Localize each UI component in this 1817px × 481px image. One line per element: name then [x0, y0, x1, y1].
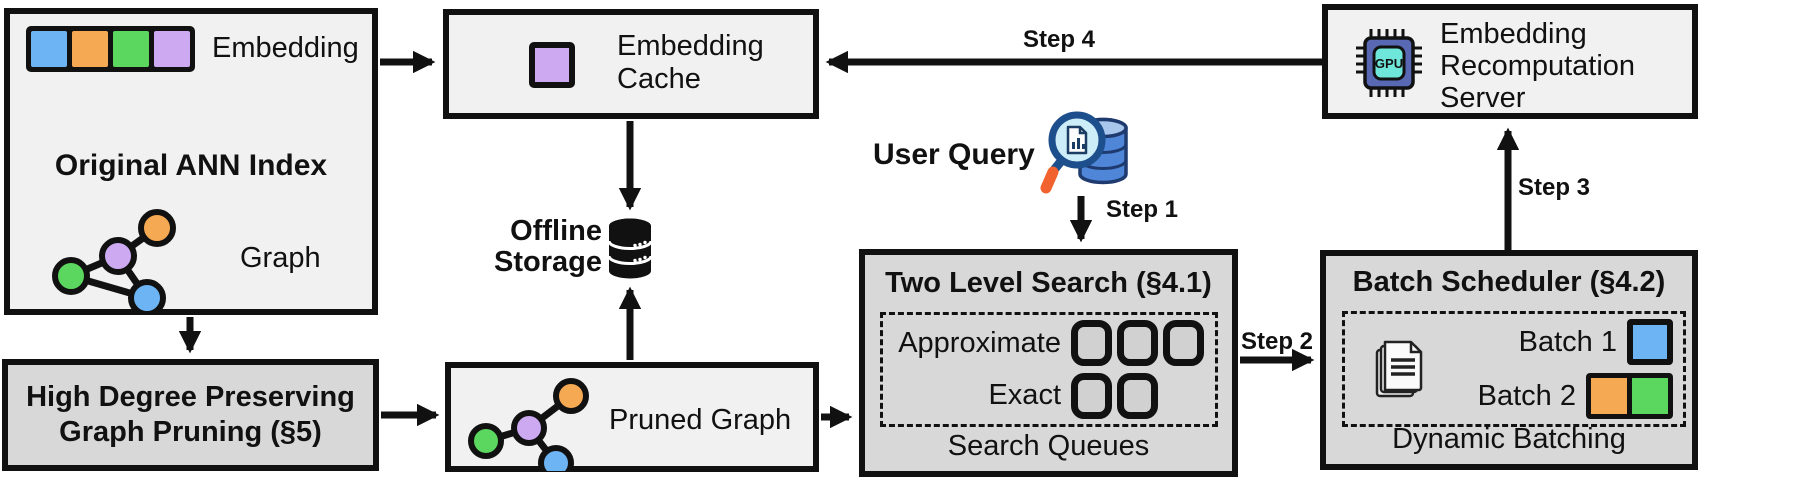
server-label-line2: Recomputation: [1440, 50, 1636, 82]
exact-queue-slots: [1071, 372, 1207, 419]
embedding-vector-icon: [26, 26, 195, 72]
graph-label: Graph: [240, 242, 321, 274]
documents-icon: [1375, 340, 1423, 398]
embedding-cache-label-line2: Cache: [617, 63, 701, 95]
gpu-chip-label: GPU: [1375, 56, 1403, 71]
search-queues-panel: Approximate Exact: [880, 312, 1218, 427]
batch1-row: Batch 1: [1429, 319, 1673, 365]
search-queues-caption: Search Queues: [947, 430, 1150, 462]
batch2-row: Batch 2: [1429, 373, 1673, 419]
embedding-cell-orange: [72, 31, 108, 67]
step4-label: Step 4: [1023, 26, 1096, 53]
pruned-graph-label: Pruned Graph: [609, 404, 792, 436]
embedding-cache-box: Embedding Cache: [443, 9, 819, 119]
queue-slot: [1117, 372, 1158, 419]
batch2-swatch: [1586, 373, 1673, 419]
embedding-cell-purple: [154, 31, 190, 67]
graph-pruning-title-line1: High Degree Preserving: [26, 381, 355, 413]
batch2-cell-orange: [1591, 378, 1627, 414]
batch1-label: Batch 1: [1518, 325, 1617, 358]
database-icon: [607, 218, 653, 279]
dynamic-batching-panel: Batch 1 Batch 2: [1342, 311, 1686, 427]
embedding-cell-blue: [31, 31, 67, 67]
batch-scheduler-title: Batch Scheduler (§4.2): [1352, 266, 1666, 298]
server-label-line1: Embedding: [1440, 18, 1587, 50]
batch-scheduler-box: Batch Scheduler (§4.2) Batch 1: [1320, 250, 1698, 470]
batch2-cell-green: [1632, 378, 1668, 414]
graph-pruning-title-line2: Graph Pruning (§5): [59, 416, 322, 448]
original-ann-index-title: Original ANN Index: [54, 149, 328, 182]
query-magnifier-database-icon: [1040, 111, 1128, 194]
server-label-line3: Server: [1440, 82, 1526, 114]
approximate-label: Approximate: [898, 326, 1061, 359]
queue-slot: [1163, 320, 1204, 367]
graph-icon: [52, 209, 176, 312]
queue-slot: [1071, 320, 1112, 367]
recomputation-server-box: GPU Embedding Recomputation Server: [1322, 4, 1698, 119]
offline-storage-line1: Offline: [510, 215, 602, 247]
approximate-queue-slots: [1071, 320, 1207, 367]
step1-label: Step 1: [1106, 196, 1179, 223]
two-level-search-box: Two Level Search (§4.1) Approximate Exac…: [859, 249, 1238, 477]
offline-storage-line2: Storage: [494, 246, 602, 278]
queue-slot: [1117, 320, 1158, 367]
embedding-cell-green: [113, 31, 149, 67]
offline-storage-label: Offline Storage: [440, 216, 602, 278]
original-ann-index-box: Embedding Original ANN Index Graph: [4, 8, 378, 315]
embedding-label: Embedding: [212, 32, 359, 64]
batch2-label: Batch 2: [1477, 379, 1576, 412]
dynamic-batching-caption: Dynamic Batching: [1392, 423, 1626, 455]
pruned-graph-box: Pruned Graph: [445, 362, 819, 472]
batch1-swatch: [1627, 319, 1673, 365]
two-level-search-title: Two Level Search (§4.1): [885, 267, 1212, 299]
gpu-icon: GPU: [1356, 29, 1422, 97]
cached-embedding-icon: [529, 42, 575, 88]
step2-label: Step 2: [1241, 328, 1314, 355]
embedding-cache-label-line1: Embedding: [617, 30, 764, 62]
step3-label: Step 3: [1518, 174, 1591, 201]
graph-pruning-box: High Degree Preserving Graph Pruning (§5…: [2, 359, 379, 471]
exact-label: Exact: [988, 379, 1061, 412]
queue-slot: [1071, 372, 1112, 419]
pruned-graph-icon: [468, 378, 589, 471]
user-query-label: User Query: [873, 138, 1035, 171]
